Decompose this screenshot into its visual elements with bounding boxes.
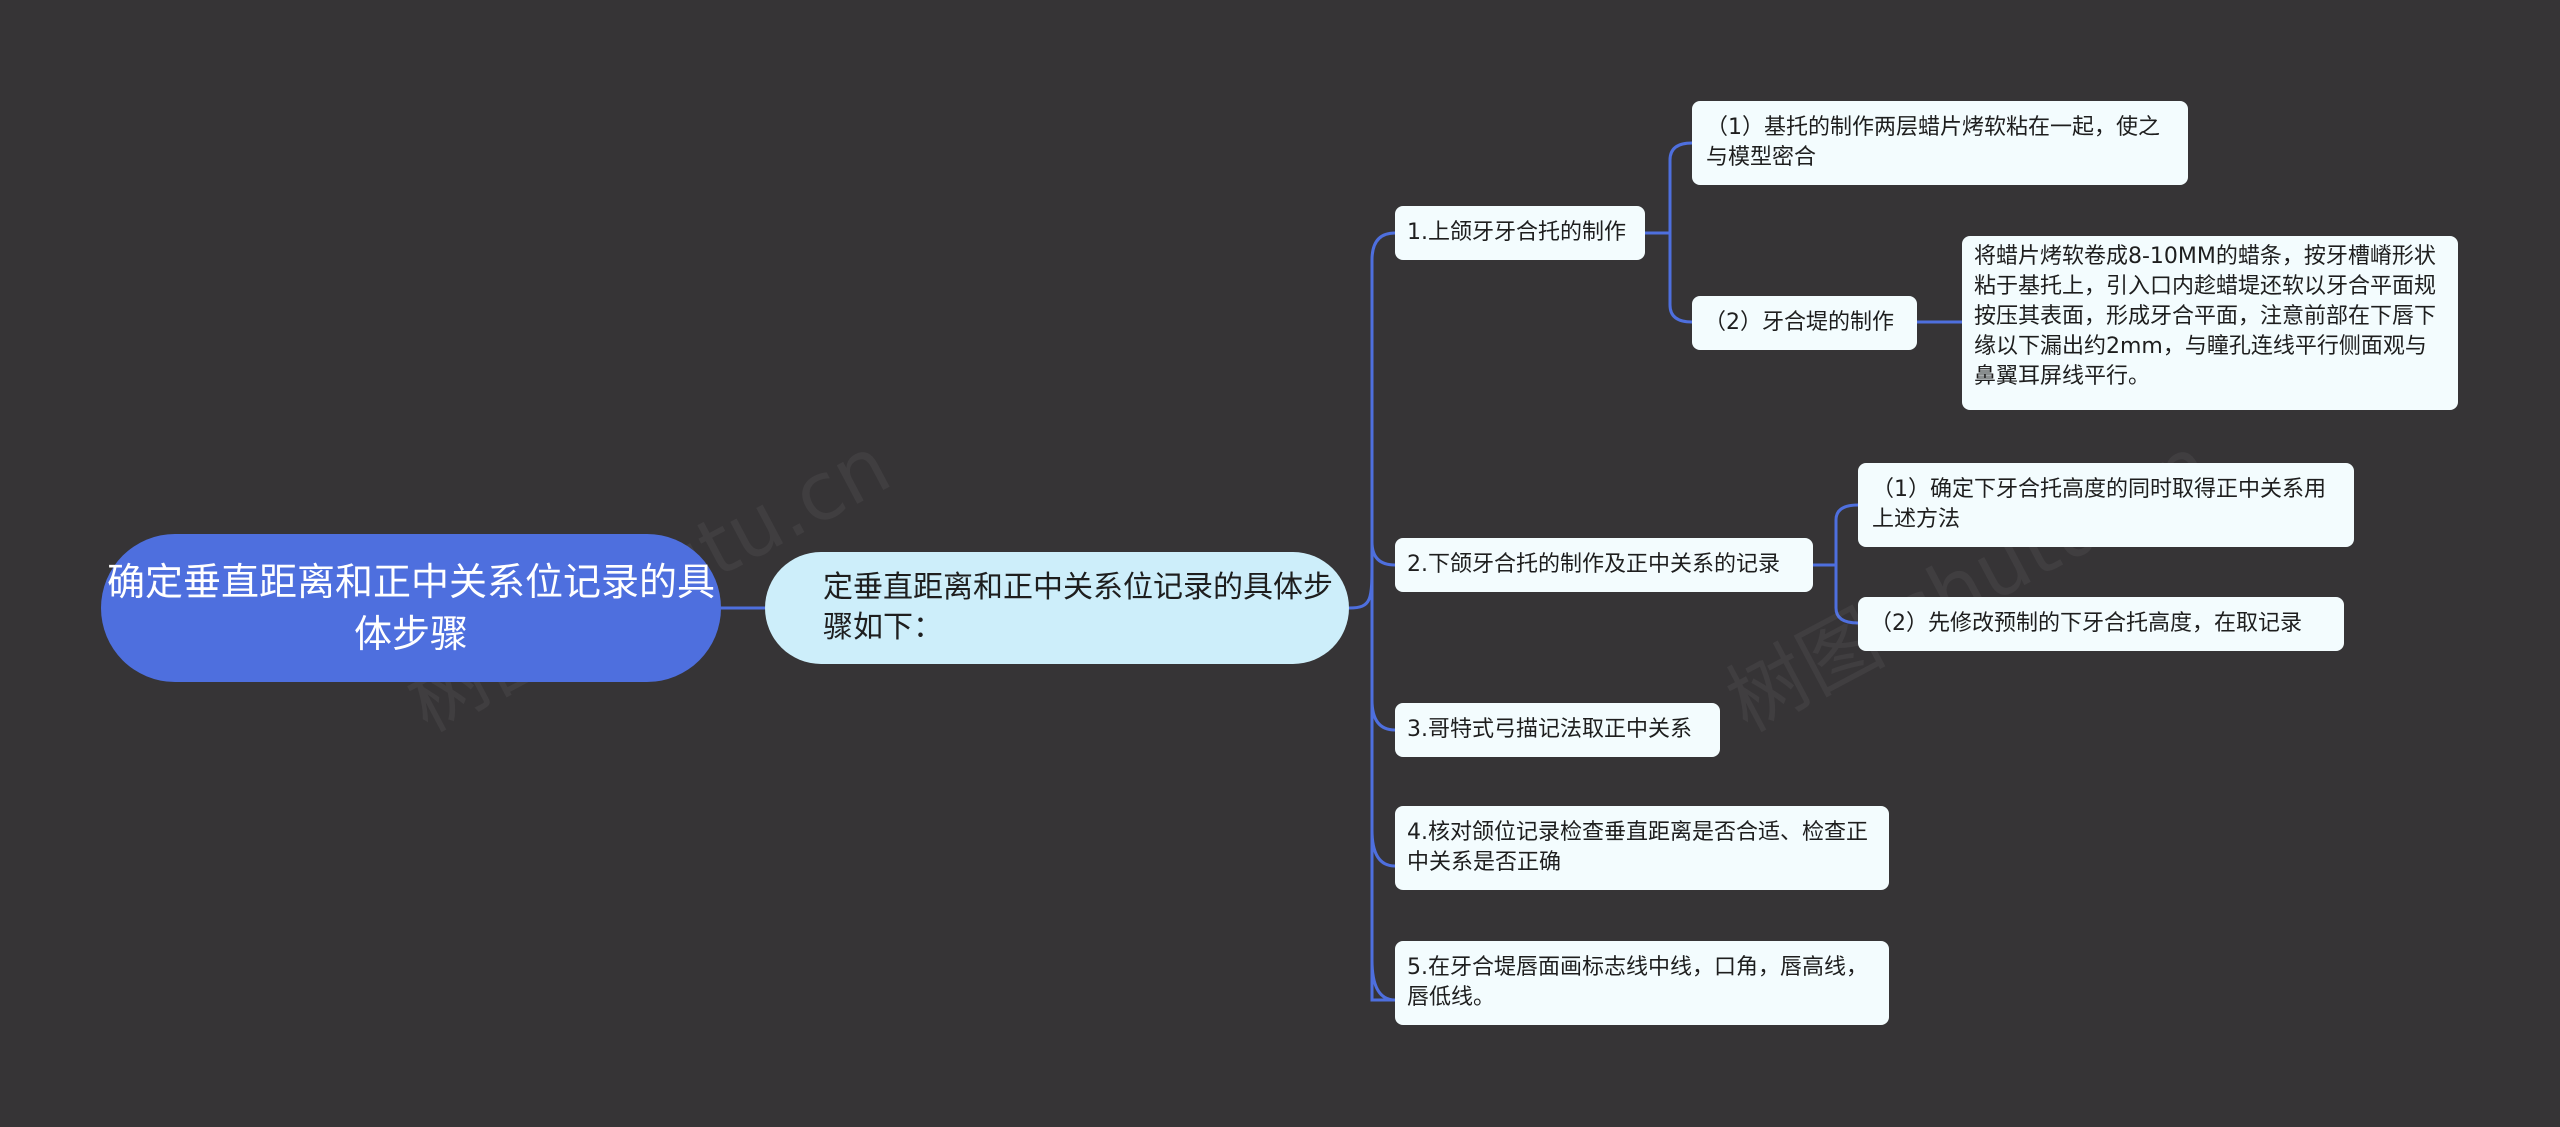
step-2-sub-1-label: （1）确定下牙合托高度的同时取得正中关系用上述方法 <box>1872 477 2326 532</box>
step-1-sub-1-label: （1）基托的制作两层蜡片烤软粘在一起，使之与模型密合 <box>1706 115 2160 170</box>
root-topic[interactable]: 确定垂直距离和正中关系位记录的具体步骤 <box>101 534 721 682</box>
step-2-sub-2-label: （2）先修改预制的下牙合托高度，在取记录 <box>1870 611 2302 636</box>
step-2-sub-1-node[interactable]: （1）确定下牙合托高度的同时取得正中关系用上述方法 <box>1858 463 2354 547</box>
step-3-label: 3.哥特式弓描记法取正中关系 <box>1407 717 1692 742</box>
step-3-node[interactable]: 3.哥特式弓描记法取正中关系 <box>1395 703 1720 757</box>
step-1-sub-2-detail-label: 将蜡片烤软卷成8-10MM的蜡条，按牙槽嵴形状粘于基托上，引入口内趁蜡堤还软以牙… <box>1974 244 2437 389</box>
step-1-sub-1-node[interactable]: （1）基托的制作两层蜡片烤软粘在一起，使之与模型密合 <box>1692 101 2188 185</box>
step-1-sub-2-detail-node[interactable]: 将蜡片烤软卷成8-10MM的蜡条，按牙槽嵴形状粘于基托上，引入口内趁蜡堤还软以牙… <box>1962 236 2458 410</box>
step-5-node[interactable]: 5.在牙合堤唇面画标志线中线，口角，唇高线，唇低线。 <box>1395 941 1889 1025</box>
step-2-node[interactable]: 2.下颌牙合托的制作及正中关系的记录 <box>1395 538 1813 592</box>
center-topic[interactable]: 定垂直距离和正中关系位记录的具体步骤如下： <box>765 552 1349 664</box>
step-1-sub-2-node[interactable]: （2）牙合堤的制作 <box>1692 296 1917 350</box>
center-topic-label: 定垂直距离和正中关系位记录的具体步骤如下： <box>823 570 1333 645</box>
step-2-label: 2.下颌牙合托的制作及正中关系的记录 <box>1407 552 1780 577</box>
root-topic-label: 确定垂直距离和正中关系位记录的具体步骤 <box>106 560 715 656</box>
step-5-label: 5.在牙合堤唇面画标志线中线，口角，唇高线，唇低线。 <box>1407 955 1868 1010</box>
step-4-node[interactable]: 4.核对颌位记录检查垂直距离是否合适、检查正中关系是否正确 <box>1395 806 1889 890</box>
step-4-label: 4.核对颌位记录检查垂直距离是否合适、检查正中关系是否正确 <box>1407 820 1868 875</box>
step-1-node[interactable]: 1.上颌牙牙合托的制作 <box>1395 206 1645 260</box>
step-2-sub-2-node[interactable]: （2）先修改预制的下牙合托高度，在取记录 <box>1858 597 2344 651</box>
step-1-label: 1.上颌牙牙合托的制作 <box>1407 220 1626 245</box>
step-1-sub-2-label: （2）牙合堤的制作 <box>1704 310 1894 335</box>
